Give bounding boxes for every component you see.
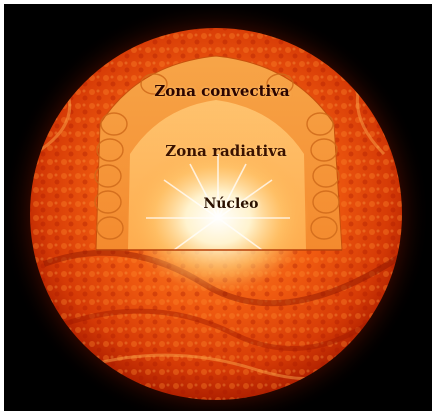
core-glow: [126, 144, 310, 292]
label-convective-zone: Zona convectiva: [154, 82, 290, 100]
sun-structure-figure: Zona convectiva Zona radiativa Núcleo: [4, 4, 432, 411]
sun-diagram: [4, 4, 430, 411]
label-radiative-zone: Zona radiativa: [165, 142, 287, 160]
label-core: Núcleo: [203, 196, 259, 212]
convection-cells: [94, 73, 340, 240]
